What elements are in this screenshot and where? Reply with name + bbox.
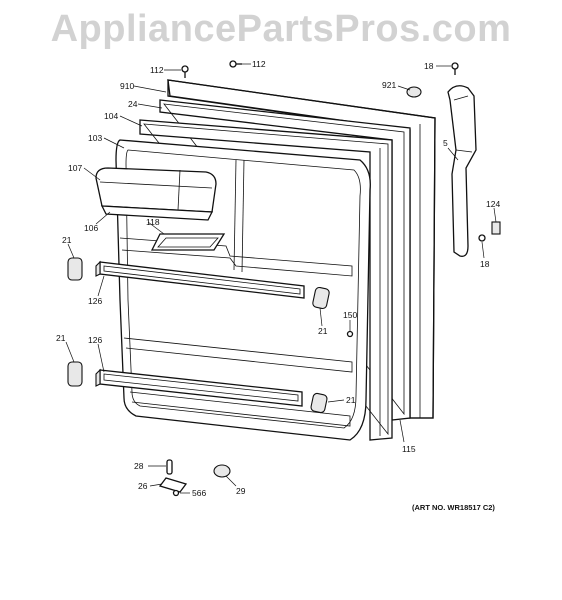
callout-18b: 18 — [480, 259, 490, 269]
callout-126a: 126 — [88, 296, 102, 306]
callout-18a: 18 — [424, 61, 434, 71]
leader-lines — [65, 63, 497, 494]
door-handle — [447, 85, 477, 257]
callout-21a: 21 — [62, 235, 72, 245]
callout-103: 103 — [88, 133, 102, 143]
callout-566: 566 — [192, 488, 206, 498]
callout-21b: 21 — [318, 326, 328, 336]
callout-118: 118 — [146, 217, 160, 227]
callout-21c: 21 — [56, 333, 66, 343]
callout-112b: 112 — [252, 59, 266, 69]
watermark-text: AppliancePartsPros.com — [50, 8, 512, 50]
callout-26: 26 — [138, 481, 148, 491]
shelf-caps — [67, 257, 330, 414]
callout-21d: 21 — [346, 395, 356, 405]
callout-107: 107 — [68, 163, 82, 173]
callout-29: 29 — [236, 486, 246, 496]
ice-tray — [150, 233, 226, 251]
callout-104: 104 — [104, 111, 118, 121]
callout-124: 124 — [486, 199, 500, 209]
callout-115: 115 — [402, 444, 416, 454]
art-number: (ART NO. WR18517 C2) — [412, 503, 495, 512]
lower-door-shelf — [95, 368, 303, 407]
callout-910: 910 — [120, 81, 134, 91]
callout-106: 106 — [84, 223, 98, 233]
callout-112a: 112 — [150, 65, 164, 75]
callout-126b: 126 — [88, 335, 102, 345]
freezer-bin — [95, 167, 217, 221]
callout-150: 150 — [343, 310, 357, 320]
hardware-parts — [158, 60, 501, 497]
callout-5: 5 — [443, 138, 448, 148]
callout-24: 24 — [128, 99, 138, 109]
upper-door-shelf — [95, 260, 305, 299]
callout-921: 921 — [382, 80, 396, 90]
callout-labels: 112 112 18 910 921 24 104 103 5 107 118 … — [56, 59, 500, 498]
callout-28: 28 — [134, 461, 144, 471]
